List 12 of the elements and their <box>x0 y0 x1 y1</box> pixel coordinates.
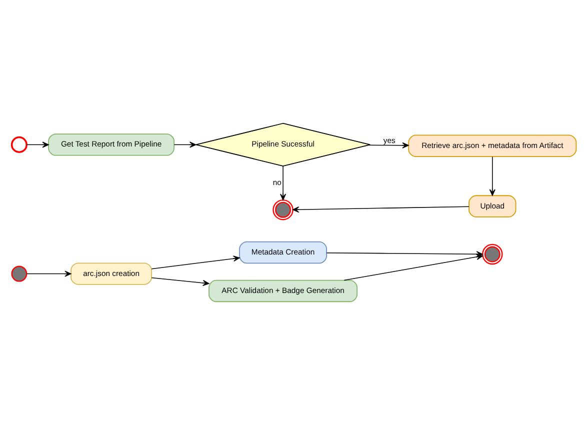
arrow <box>280 166 286 200</box>
arrow <box>151 256 240 270</box>
node-circle <box>11 266 28 282</box>
arrow <box>26 142 49 148</box>
arrow <box>292 206 470 213</box>
arrow <box>489 156 496 196</box>
node-clock <box>10 136 28 153</box>
arrow <box>26 270 72 277</box>
arrow <box>151 277 210 286</box>
arrow <box>344 254 483 281</box>
arrow <box>174 142 196 148</box>
arrow <box>368 142 409 148</box>
